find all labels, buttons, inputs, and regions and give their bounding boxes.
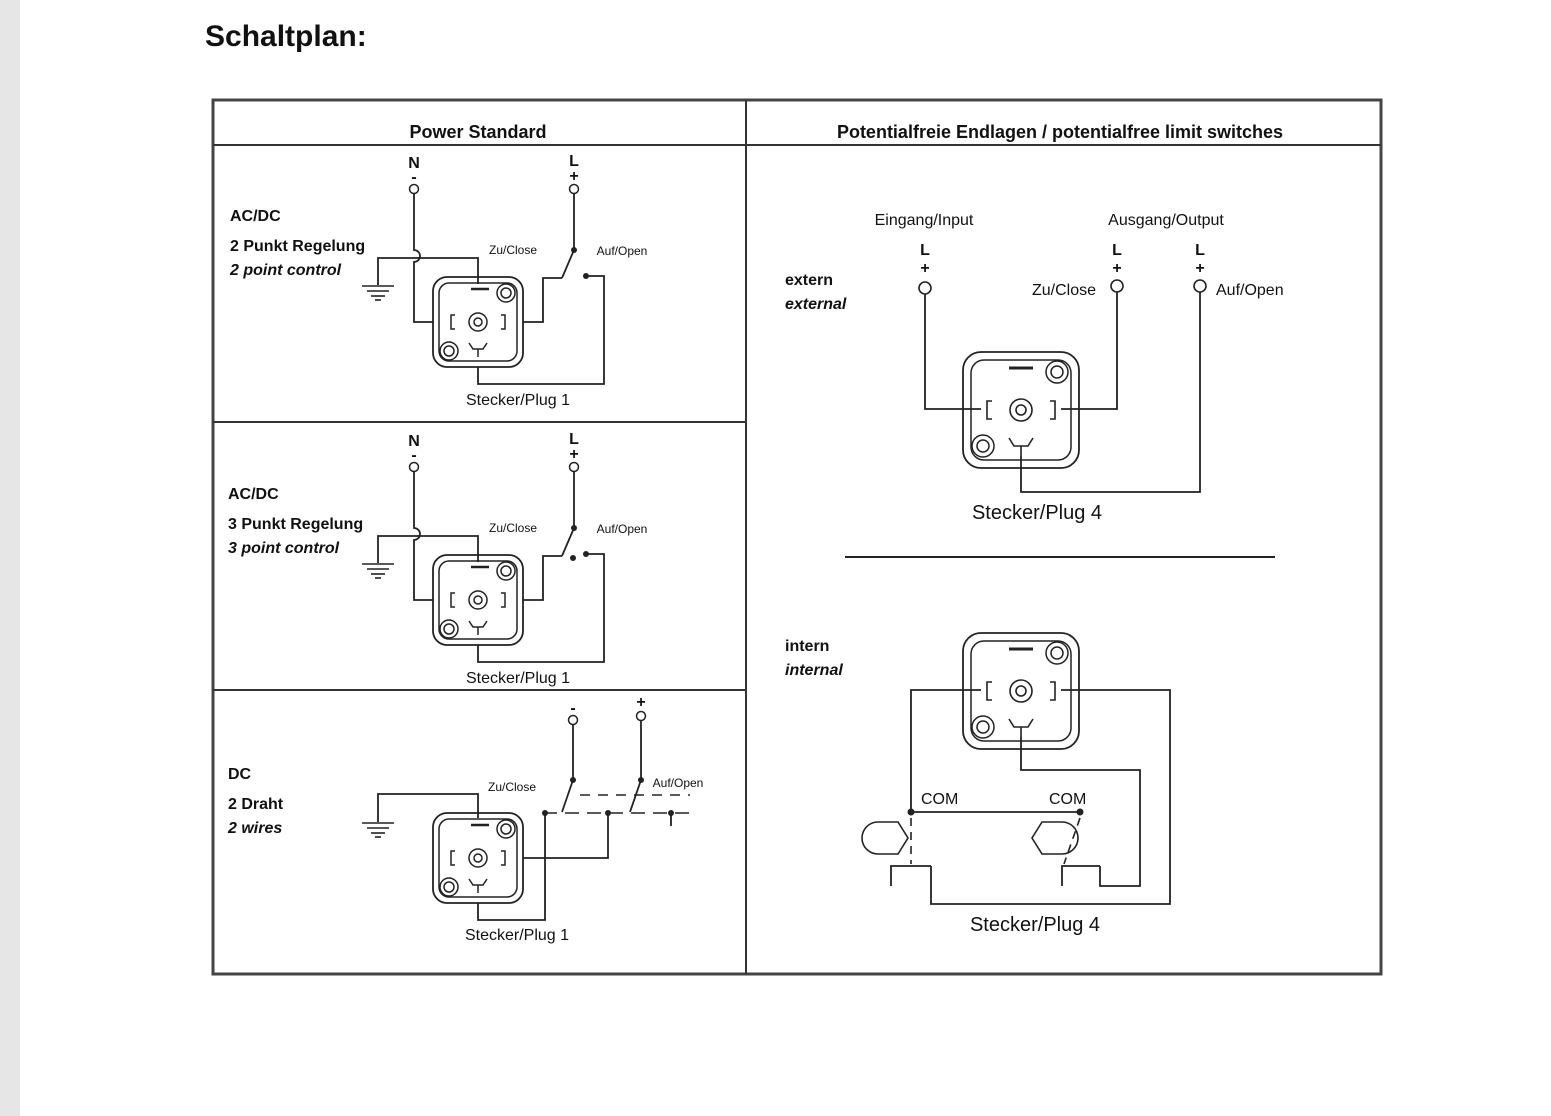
row2-live-terminal — [568, 461, 580, 473]
output-close-plus: + — [1112, 260, 1121, 277]
output-close-terminal — [1110, 279, 1124, 293]
row1-plus: + — [569, 168, 578, 185]
row1-live-label: L — [569, 153, 579, 170]
input-terminal — [918, 281, 932, 295]
row2-plug-icon — [431, 553, 525, 647]
internal-plug-icon — [961, 631, 1081, 751]
row3-open-label: Auf/Open — [653, 776, 704, 790]
row3-name-de: 2 Draht — [228, 796, 284, 813]
page-title: Schaltplan: — [205, 20, 367, 53]
row1-plug-icon — [431, 275, 525, 369]
row1-name-de: 2 Punkt Regelung — [230, 238, 365, 255]
row2-close-label: Zu/Close — [489, 521, 537, 535]
row2-plug-label: Stecker/Plug 1 — [466, 670, 570, 687]
external-plug-label: Stecker/Plug 4 — [972, 502, 1102, 524]
left-column-header: Power Standard — [409, 122, 546, 142]
internal-label-en: internal — [785, 662, 843, 679]
cam-left-icon — [861, 821, 909, 855]
row2-neutral-terminal — [408, 461, 420, 473]
row3-minus: - — [570, 700, 575, 717]
row-2-point-control: AC/DC 2 Punkt Regelung 2 point control N… — [229, 153, 647, 409]
internal-limit-switches: intern internal COM COM Stecker/Plug 4 — [785, 631, 1171, 936]
row-2-wires: DC 2 Draht 2 wires - + Zu/Close Auf/Open… — [227, 694, 703, 944]
row3-plug-icon — [431, 811, 525, 905]
row1-neutral-label: N — [408, 155, 420, 172]
output-open-terminal — [1193, 279, 1207, 293]
row3-type: DC — [228, 766, 252, 783]
com-label-left: COM — [921, 791, 958, 808]
row3-minus-terminal — [567, 714, 579, 726]
row2-name-de: 3 Punkt Regelung — [228, 516, 363, 533]
row1-ground-icon — [361, 285, 395, 301]
com-label-right: COM — [1049, 791, 1086, 808]
table-frame — [211, 98, 1383, 976]
ext-open-label: Auf/Open — [1216, 282, 1284, 299]
row1-neutral-terminal — [408, 183, 420, 195]
row3-plus-terminal — [635, 710, 647, 722]
row3-plug-label: Stecker/Plug 1 — [465, 927, 569, 944]
input-label: Eingang/Input — [875, 212, 974, 229]
internal-label-de: intern — [785, 638, 829, 655]
row-3-point-control: AC/DC 3 Punkt Regelung 3 point control N… — [228, 431, 647, 687]
row3-plus: + — [636, 694, 645, 711]
output-close-live-label: L — [1112, 242, 1122, 259]
row2-type: AC/DC — [228, 486, 279, 503]
row1-close-label: Zu/Close — [489, 243, 537, 257]
row2-ground-icon — [361, 563, 395, 579]
input-plus: + — [920, 260, 929, 277]
row2-neutral-label: N — [408, 433, 420, 450]
row3-name-en: 2 wires — [227, 820, 282, 837]
row2-live-label: L — [569, 431, 579, 448]
row2-name-en: 3 point control — [228, 540, 340, 557]
output-label: Ausgang/Output — [1108, 212, 1224, 229]
row2-minus: - — [411, 447, 416, 464]
row2-open-label: Auf/Open — [597, 522, 648, 536]
viewer-left-margin — [0, 0, 20, 1116]
row1-plug-label: Stecker/Plug 1 — [466, 392, 570, 409]
row1-type: AC/DC — [230, 208, 281, 225]
row3-ground-icon — [361, 822, 395, 838]
input-live-label: L — [920, 242, 930, 259]
external-limit-switches: extern external Eingang/Input Ausgang/Ou… — [785, 212, 1284, 524]
output-open-plus: + — [1195, 260, 1204, 277]
row1-name-en: 2 point control — [229, 262, 342, 279]
output-open-live-label: L — [1195, 242, 1205, 259]
cam-right-icon — [1031, 821, 1079, 855]
row1-open-label: Auf/Open — [597, 244, 648, 258]
row1-minus: - — [411, 169, 416, 186]
ext-close-label: Zu/Close — [1032, 282, 1096, 299]
internal-plug-label: Stecker/Plug 4 — [970, 914, 1100, 936]
external-label-de: extern — [785, 272, 833, 289]
row2-plus: + — [569, 446, 578, 463]
row3-close-label: Zu/Close — [488, 780, 536, 794]
row1-live-terminal — [568, 183, 580, 195]
external-label-en: external — [785, 296, 847, 313]
external-plug-icon — [961, 350, 1081, 470]
right-column-header: Potentialfreie Endlagen / potentialfree … — [837, 122, 1283, 142]
